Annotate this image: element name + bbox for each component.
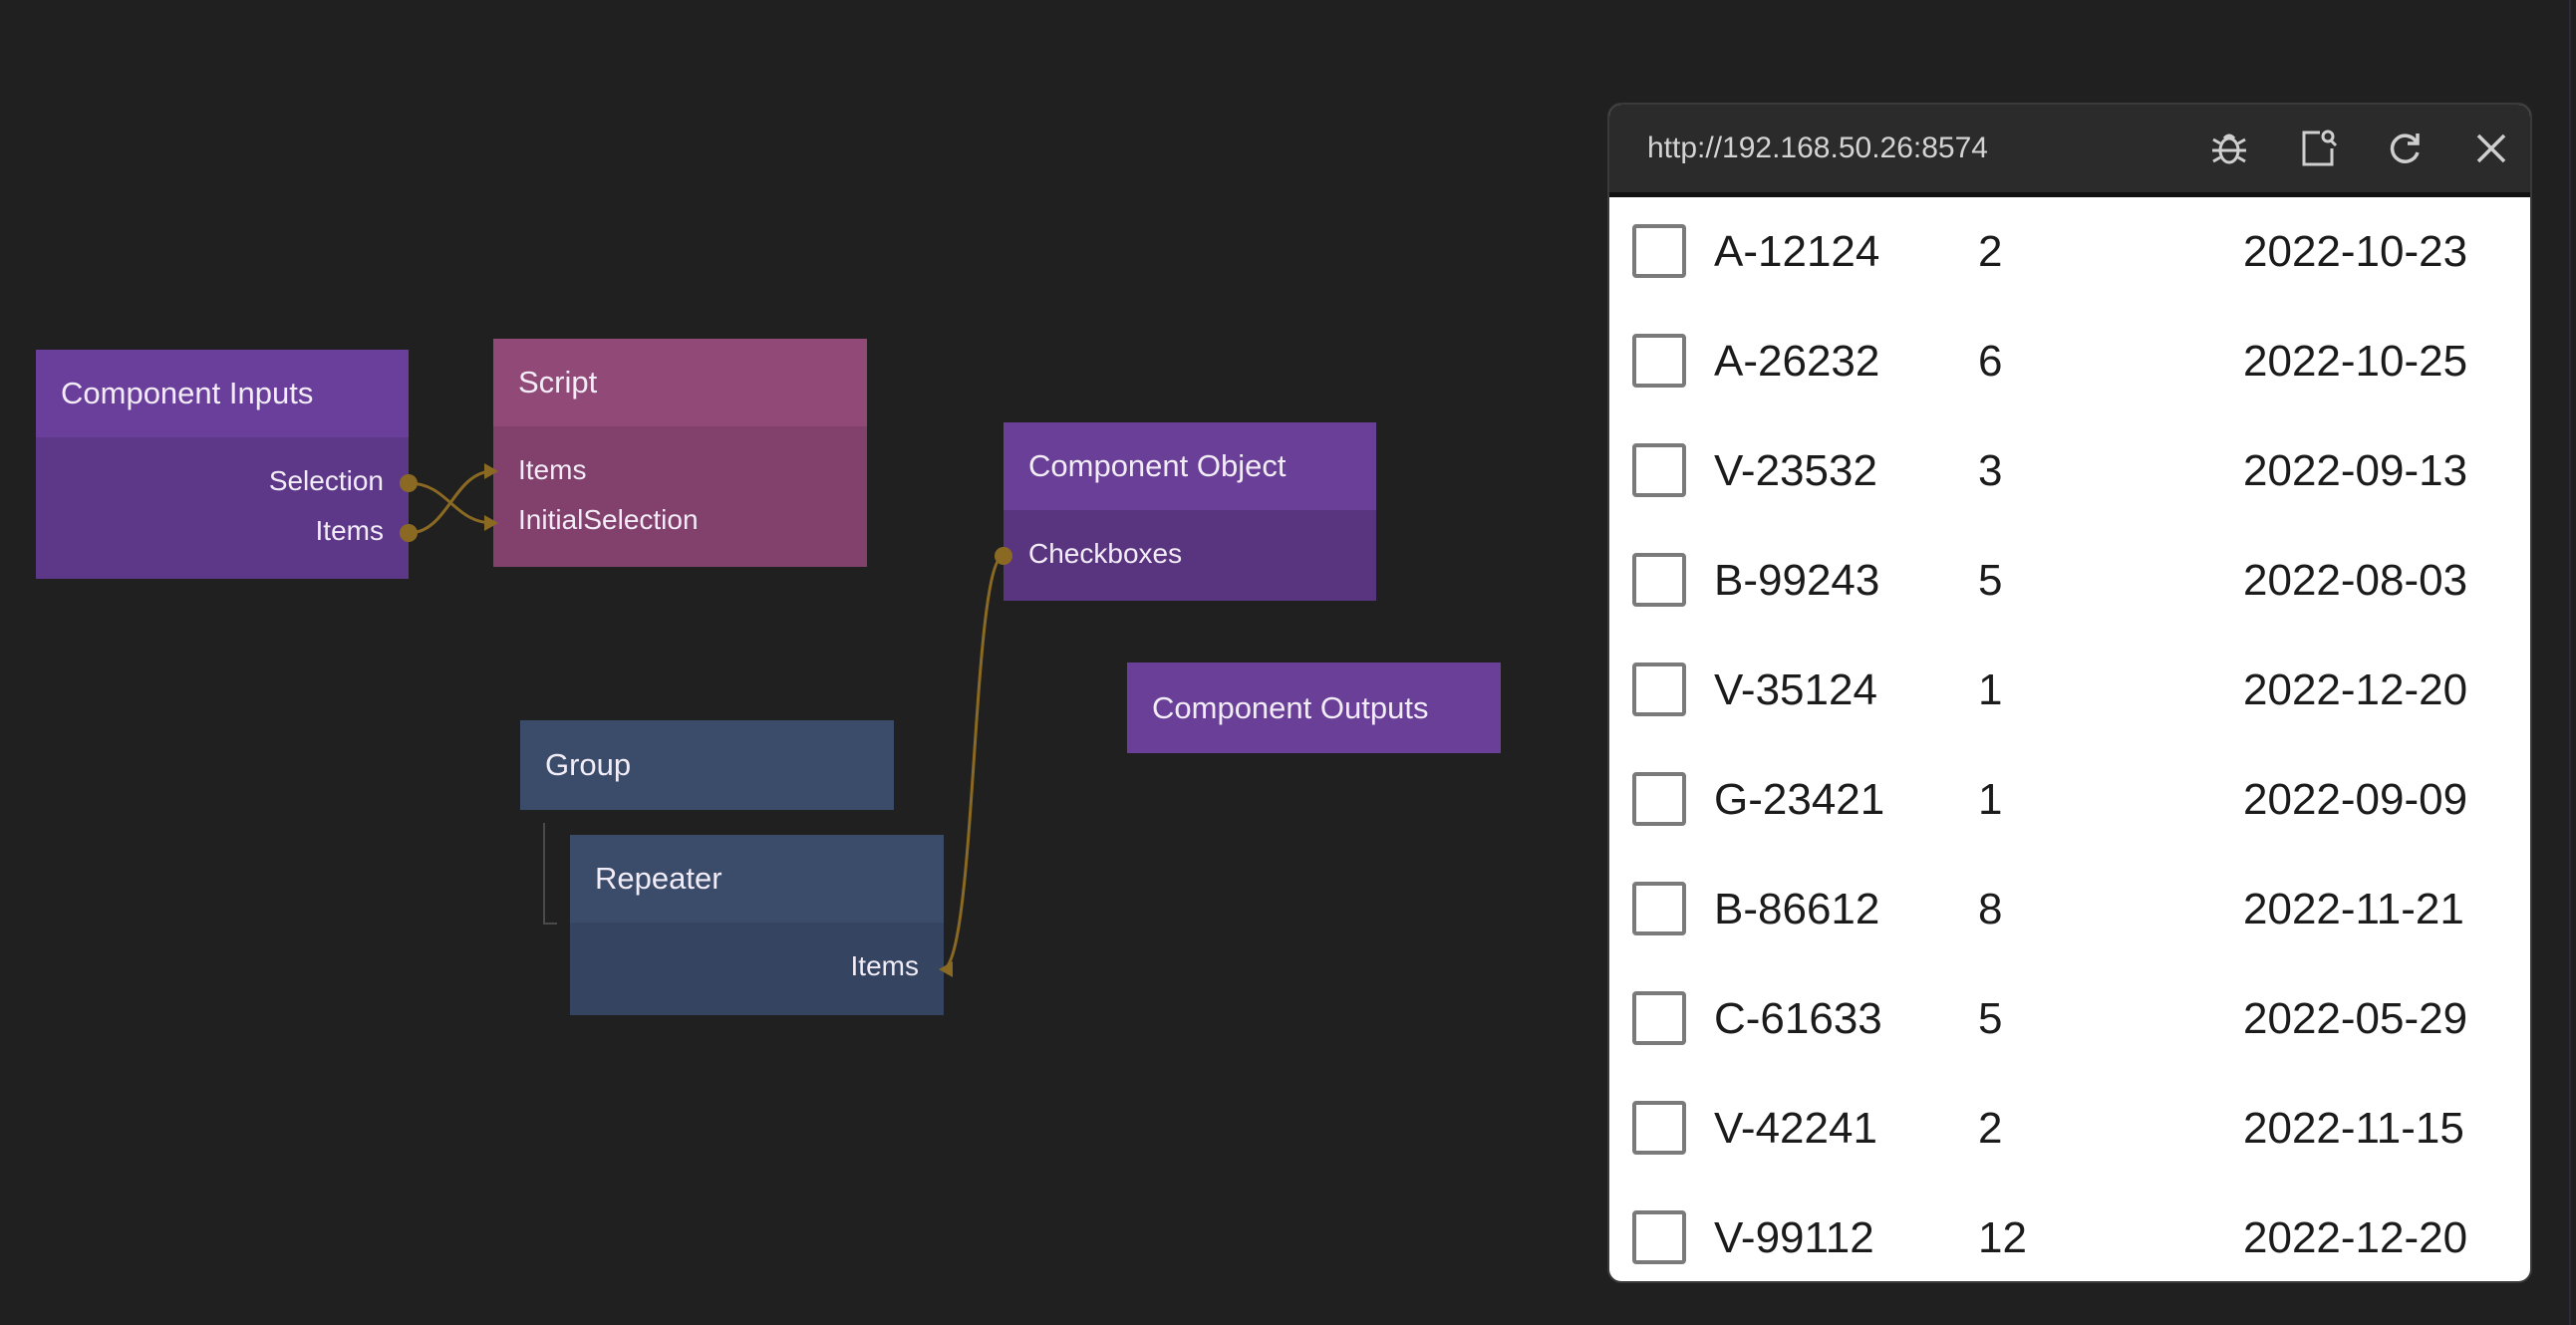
list-item[interactable]: G-23421 1 2022-09-09 [1609,745,2530,855]
repeater-node[interactable]: Repeater Items [570,835,944,1015]
list-item[interactable]: C-61633 5 2022-05-29 [1609,964,2530,1074]
script-node[interactable]: Script Items InitialSelection [493,339,867,567]
wire-items-to-items [408,469,494,535]
item-id: A-12124 [1714,227,1880,276]
item-id: V-42241 [1714,1104,1877,1153]
item-date: 2022-11-21 [2243,885,2464,933]
wire-selection-to-initial-selection [408,481,494,525]
inspect-icon[interactable] [2296,127,2340,170]
item-id: V-23532 [1714,446,1877,495]
item-qty: 6 [1978,337,2003,386]
preview-window[interactable]: http://192.168.50.26:8574 [1607,103,2532,1283]
checkbox[interactable] [1632,1101,1686,1155]
item-date: 2022-10-23 [2243,227,2468,276]
component-outputs-node[interactable]: Component Outputs [1127,662,1501,753]
item-id: B-99243 [1714,556,1880,605]
list-item[interactable]: B-86612 8 2022-11-21 [1609,855,2530,964]
list-item[interactable]: V-42241 2 2022-11-15 [1609,1074,2530,1184]
node-title: Component Object [1003,422,1376,510]
item-date: 2022-11-15 [2243,1104,2464,1153]
node-title: Group [545,747,632,782]
list-item[interactable]: A-12124 2 2022-10-23 [1609,197,2530,307]
list-item[interactable]: B-99243 5 2022-08-03 [1609,526,2530,636]
group-child-bracket [543,823,557,925]
node-title: Script [493,339,867,426]
window-edge [2569,0,2571,1325]
node-title: Repeater [570,835,944,923]
checkbox[interactable] [1632,882,1686,935]
port-items[interactable]: Items [850,950,919,981]
port-initial-selection[interactable]: InitialSelection [518,504,699,535]
item-qty: 2 [1978,227,2003,276]
port-items[interactable]: Items [315,515,384,546]
item-date: 2022-12-20 [2243,1213,2468,1262]
port-checkboxes[interactable]: Checkboxes [1028,538,1183,569]
bug-icon[interactable] [2207,127,2251,170]
item-date: 2022-10-25 [2243,337,2468,386]
item-qty: 5 [1978,994,2003,1043]
port-items[interactable]: Items [518,454,587,485]
item-date: 2022-09-13 [2243,446,2468,495]
list-item[interactable]: A-26232 6 2022-10-25 [1609,307,2530,416]
item-qty: 1 [1978,775,2003,824]
list-item[interactable]: V-99112 12 2022-12-20 [1609,1184,2530,1281]
item-id: G-23421 [1714,775,1885,824]
item-date: 2022-08-03 [2243,556,2468,605]
checkbox[interactable] [1632,224,1686,278]
item-id: V-99112 [1714,1213,1874,1262]
refresh-icon[interactable] [2383,127,2427,170]
group-node[interactable]: Group [520,720,894,810]
checkbox[interactable] [1632,772,1686,826]
checkbox[interactable] [1632,991,1686,1045]
checkbox[interactable] [1632,553,1686,607]
preview-url[interactable]: http://192.168.50.26:8574 [1647,132,1988,164]
preview-toolbar: http://192.168.50.26:8574 [1609,105,2530,197]
list-item[interactable]: V-35124 1 2022-12-20 [1609,636,2530,745]
item-qty: 3 [1978,446,2003,495]
item-qty: 12 [1978,1213,2027,1262]
checkbox[interactable] [1632,1210,1686,1264]
node-title: Component Inputs [36,350,409,437]
item-qty: 8 [1978,885,2003,933]
item-qty: 2 [1978,1104,2003,1153]
item-date: 2022-12-20 [2243,665,2468,714]
item-qty: 5 [1978,556,2003,605]
list-item[interactable]: V-23532 3 2022-09-13 [1609,416,2530,526]
item-qty: 1 [1978,665,2003,714]
component-object-node[interactable]: Component Object Checkboxes [1003,422,1376,601]
item-date: 2022-05-29 [2243,994,2468,1043]
wire-repeater-to-checkboxes [943,554,1004,971]
checkbox[interactable] [1632,443,1686,497]
node-title: Component Outputs [1152,689,1429,725]
close-icon[interactable] [2469,127,2513,170]
port-selection[interactable]: Selection [268,465,384,496]
checkbox[interactable] [1632,662,1686,716]
item-date: 2022-09-09 [2243,775,2468,824]
checkbox[interactable] [1632,334,1686,388]
item-id: C-61633 [1714,994,1882,1043]
item-id: V-35124 [1714,665,1877,714]
item-id: A-26232 [1714,337,1880,386]
component-inputs-node[interactable]: Component Inputs Selection Items [36,350,409,579]
checkbox-list: A-12124 2 2022-10-23 A-26232 6 2022-10-2… [1609,197,2530,1281]
item-id: B-86612 [1714,885,1880,933]
